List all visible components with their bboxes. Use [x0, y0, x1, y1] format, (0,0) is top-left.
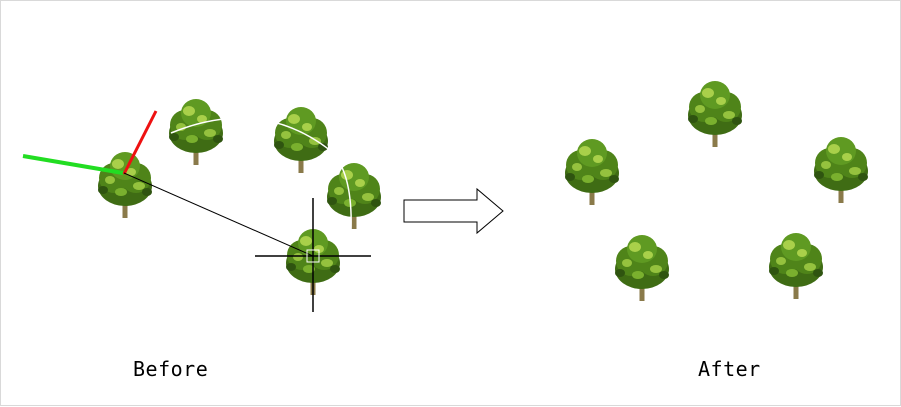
rotation-arc [170, 117, 352, 232]
rubber-band-line [123, 172, 314, 257]
before-scene [22, 99, 381, 312]
before-caption: Before [133, 357, 209, 381]
y-axis-line [122, 110, 158, 175]
after-caption: After [698, 357, 761, 381]
x-axis-line [22, 154, 124, 175]
tree-icon [688, 81, 742, 147]
tree-icon [274, 107, 328, 173]
right-arrow-icon [403, 187, 504, 235]
tree-icon [327, 163, 381, 229]
tree-icon [169, 99, 223, 165]
crosshair-cursor-icon [255, 198, 371, 312]
after-scene [565, 81, 868, 301]
tree-icon [98, 152, 152, 218]
tree-icon [615, 235, 669, 301]
tree-icon [565, 139, 619, 205]
tree-icon [769, 233, 823, 299]
tree-icon [814, 137, 868, 203]
